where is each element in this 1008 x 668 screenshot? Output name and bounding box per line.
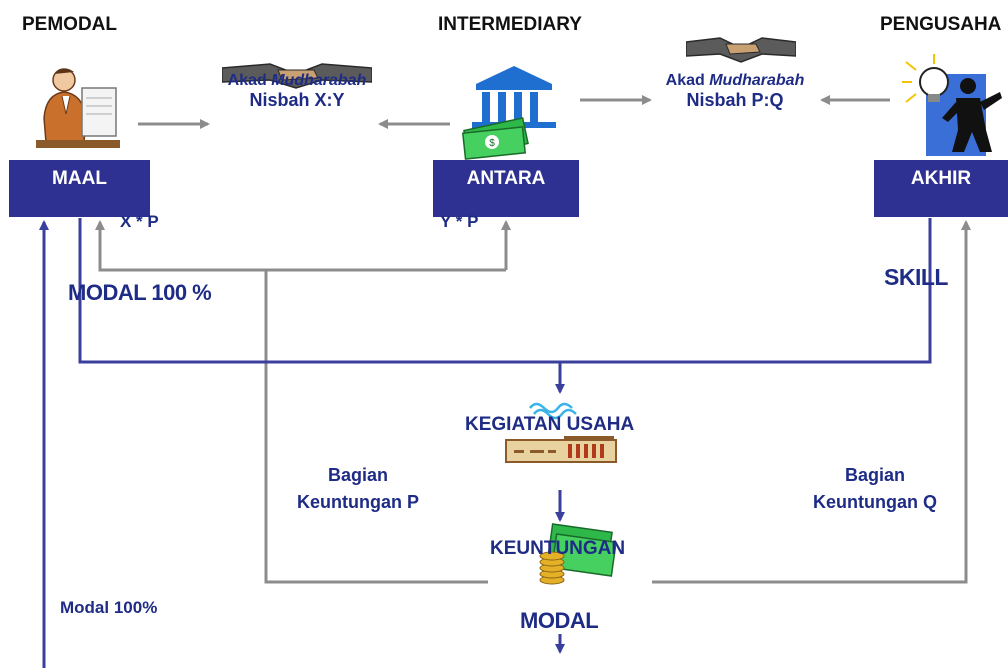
mudharabah-word: Mudharabah	[709, 72, 805, 89]
kegiatan-usaha-label: KEGIATAN USAHA	[465, 414, 635, 435]
handshake-icon	[222, 63, 372, 89]
svg-text:$: $	[489, 138, 495, 149]
handshake-icon	[686, 37, 796, 63]
maal-box: MAAL	[9, 160, 150, 217]
akad-word: Akad	[665, 72, 705, 89]
role-pemodal: PEMODAL	[22, 14, 117, 35]
nisbah-xy: Nisbah X:Y	[249, 90, 345, 110]
skill-label: SKILL	[884, 264, 948, 290]
role-intermediary: INTERMEDIARY	[438, 14, 582, 35]
formula-xp: X * P	[120, 212, 159, 231]
keuntungan-q-word: Keuntungan Q	[813, 492, 937, 512]
bagian-keuntungan-q: Bagian Keuntungan Q	[806, 462, 944, 516]
modal-label: MODAL	[520, 608, 599, 633]
keuntungan-label: KEUNTUNGAN	[490, 538, 626, 559]
akad-label-left: Akad Mudharabah	[212, 72, 382, 90]
bagian-word: Bagian	[844, 465, 905, 485]
bagian-keuntungan-p: Bagian Keuntungan P	[290, 462, 426, 516]
money-coins-icon	[539, 523, 616, 585]
role-pengusaha: PENGUSAHA	[880, 14, 1002, 35]
lightbulb-entrepreneur-icon	[902, 54, 1002, 156]
antara-box: ANTARA	[433, 160, 579, 217]
mudharabah-word: Mudharabah	[271, 72, 367, 89]
maal-label: MAAL	[52, 168, 107, 189]
formula-yp: Y * P	[440, 212, 479, 231]
akhir-label: AKHIR	[910, 168, 972, 189]
keuntungan-p-word: Keuntungan P	[297, 492, 419, 512]
profit-share-line-right	[652, 220, 971, 584]
investor-at-desk-icon	[36, 68, 120, 148]
akhir-box: AKHIR	[874, 160, 1008, 217]
akad-word: Akad	[227, 72, 267, 89]
profit-share-line-left	[95, 220, 488, 584]
factory-icon	[505, 402, 617, 463]
modal-line	[78, 218, 932, 364]
bank-money-icon: $	[462, 66, 556, 160]
bagian-word: Bagian	[327, 465, 388, 485]
antara-label: ANTARA	[466, 168, 546, 189]
modal-100-left-label: Modal 100%	[60, 598, 158, 617]
nisbah-pq: Nisbah P:Q	[686, 90, 784, 110]
akad-label-right: Akad Mudharabah	[650, 72, 820, 90]
modal-100-label: MODAL 100 %	[68, 280, 212, 305]
